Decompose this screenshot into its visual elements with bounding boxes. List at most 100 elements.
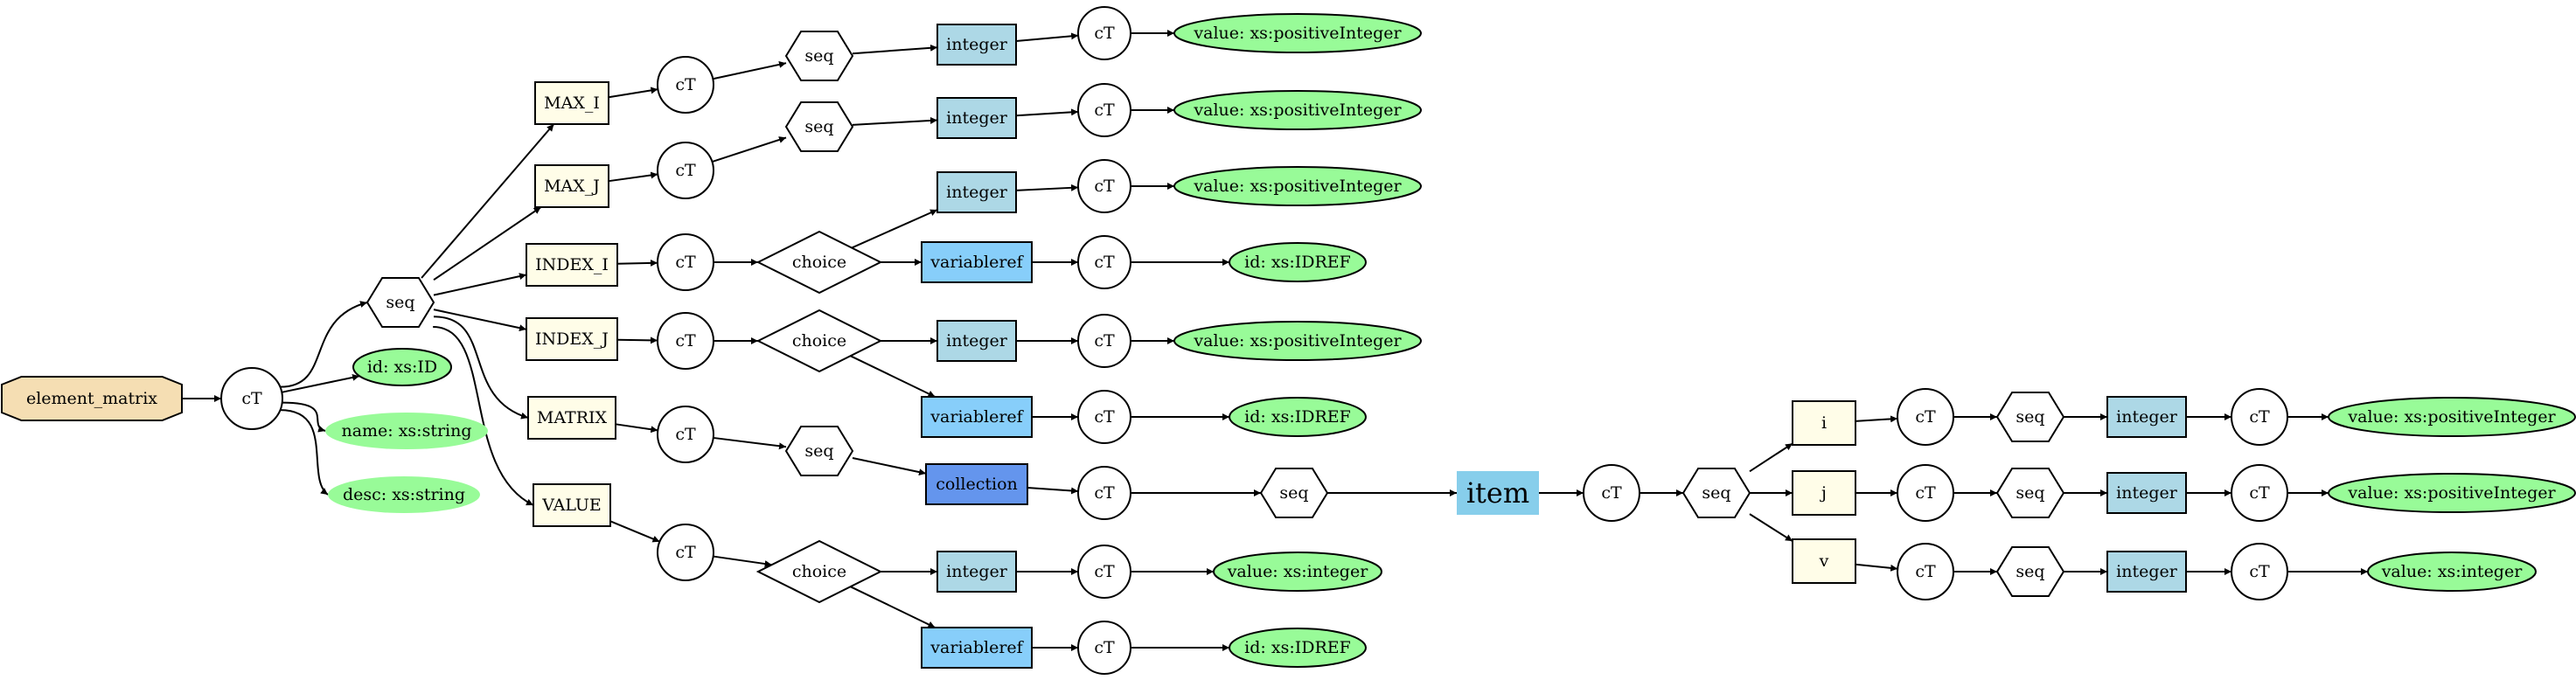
edge-arrow bbox=[280, 301, 368, 388]
edge-arrow bbox=[433, 309, 527, 332]
edge-arrow bbox=[433, 273, 527, 296]
seq-node: seq bbox=[1995, 392, 2065, 442]
ct-node: cT bbox=[1077, 390, 1131, 444]
edge-arrow bbox=[1749, 513, 1793, 543]
attribute-id-idref: id: xs:IDREF bbox=[1229, 242, 1367, 282]
integer-type: integer bbox=[2106, 472, 2187, 514]
attribute-value-positive-integer: value: xs:positiveInteger bbox=[1173, 13, 1422, 53]
attribute-id-idref: id: xs:IDREF bbox=[1229, 397, 1367, 437]
ct-node-label: cT bbox=[241, 389, 262, 408]
ct-node: cT bbox=[657, 56, 714, 114]
integer-type-label: integer bbox=[946, 183, 1008, 202]
edge-arrow bbox=[852, 116, 938, 126]
ct-node-label: cT bbox=[675, 253, 696, 272]
edge-arrow bbox=[433, 206, 542, 281]
ct-node-label: cT bbox=[1094, 177, 1115, 196]
seq-node-label: seq bbox=[804, 117, 833, 136]
edge-arrow bbox=[1015, 184, 1079, 191]
element-v: v bbox=[1792, 538, 1856, 584]
seq-node: seq bbox=[1259, 468, 1329, 518]
ct-node: cT bbox=[657, 406, 714, 463]
integer-type-label: integer bbox=[2116, 407, 2178, 427]
ct-node: cT bbox=[1897, 543, 1954, 600]
edge-arrow bbox=[282, 401, 326, 433]
edge-arrow bbox=[1015, 108, 1079, 117]
edge-arrow bbox=[713, 436, 787, 450]
attribute-value-positive-integer: value: xs:positiveInteger bbox=[1173, 90, 1422, 130]
edge-arrow bbox=[280, 409, 329, 496]
integer-type-label: integer bbox=[946, 562, 1008, 581]
attribute-name-label: name: xs:string bbox=[341, 421, 471, 441]
root-node-element-matrix-label: element_matrix bbox=[26, 389, 157, 408]
edge-arrow bbox=[616, 259, 658, 267]
collection-type-label: collection bbox=[936, 475, 1018, 494]
ct-node: cT bbox=[657, 142, 714, 199]
attribute-value-positive-integer-label: value: xs:positiveInteger bbox=[1193, 101, 1402, 120]
ct-node-label: cT bbox=[1094, 562, 1115, 581]
attribute-id-idref-label: id: xs:IDREF bbox=[1244, 253, 1351, 272]
attribute-value-positive-integer: value: xs:positiveInteger bbox=[2328, 473, 2576, 513]
ct-node-label: cT bbox=[2249, 483, 2270, 503]
choice-node-label: choice bbox=[792, 331, 846, 350]
seq-node-label: seq bbox=[1702, 483, 1730, 503]
ct-node-label: cT bbox=[675, 425, 696, 444]
element-value: VALUE bbox=[533, 483, 611, 527]
element-index-i: INDEX_I bbox=[526, 243, 618, 287]
edge-arrow bbox=[608, 171, 658, 183]
element-i-label: i bbox=[1821, 413, 1827, 433]
seq-node-label: seq bbox=[804, 46, 833, 66]
element-j: j bbox=[1792, 470, 1856, 516]
variableref-type-label: variableref bbox=[929, 638, 1024, 657]
ct-node: cT bbox=[1077, 159, 1131, 213]
variableref-type: variableref bbox=[921, 627, 1033, 669]
integer-type: integer bbox=[2106, 551, 2187, 593]
ct-node-label: cT bbox=[675, 543, 696, 562]
edge-arrow bbox=[713, 60, 787, 80]
ct-node-label: cT bbox=[1094, 24, 1115, 43]
seq-node-label: seq bbox=[2016, 562, 2044, 581]
attribute-value-positive-integer: value: xs:positiveInteger bbox=[2328, 397, 2576, 437]
ct-node: cT bbox=[1077, 314, 1131, 368]
ct-node: cT bbox=[1077, 621, 1131, 675]
seq-node: seq bbox=[784, 31, 854, 81]
edge-arrow bbox=[850, 355, 936, 398]
element-matrix-label: MATRIX bbox=[537, 408, 608, 427]
ct-node-label: cT bbox=[1601, 483, 1622, 503]
integer-type: integer bbox=[936, 171, 1017, 213]
element-index-j-label: INDEX_J bbox=[535, 330, 609, 349]
ct-node-label: cT bbox=[675, 331, 696, 350]
ct-node: cT bbox=[1077, 83, 1131, 137]
ct-node-label: cT bbox=[2249, 407, 2270, 427]
choice-node: choice bbox=[755, 539, 883, 604]
seq-node: seq bbox=[1681, 468, 1751, 518]
ct-node-label: cT bbox=[1094, 407, 1115, 427]
integer-type-label: integer bbox=[946, 331, 1008, 350]
element-max-j: MAX_J bbox=[534, 164, 609, 208]
ct-node: cT bbox=[1077, 466, 1131, 520]
ct-node-label: cT bbox=[1094, 253, 1115, 272]
ct-node: cT bbox=[1077, 545, 1131, 599]
attribute-value-positive-integer: value: xs:positiveInteger bbox=[1173, 321, 1422, 361]
ct-node: cT bbox=[1077, 235, 1131, 289]
ct-node: cT bbox=[657, 233, 714, 291]
seq-node: seq bbox=[1995, 468, 2065, 518]
edge-arrow bbox=[421, 123, 555, 279]
ct-node: cT bbox=[1897, 388, 1954, 446]
seq-node-label: seq bbox=[386, 293, 414, 312]
attribute-value-positive-integer-label: value: xs:positiveInteger bbox=[2347, 407, 2556, 427]
attribute-value-positive-integer-label: value: xs:positiveInteger bbox=[1193, 331, 1402, 350]
attribute-value-positive-integer: value: xs:positiveInteger bbox=[1173, 166, 1422, 206]
ct-node: cT bbox=[1897, 464, 1954, 522]
variableref-type-label: variableref bbox=[929, 407, 1024, 427]
element-value-label: VALUE bbox=[541, 496, 602, 515]
integer-type-label: integer bbox=[946, 35, 1008, 54]
attribute-value-positive-integer-label: value: xs:positiveInteger bbox=[1193, 24, 1402, 43]
ct-node: cT bbox=[2231, 388, 2288, 446]
ct-node: cT bbox=[657, 312, 714, 370]
edge-arrow bbox=[616, 337, 658, 344]
edge-arrow bbox=[615, 423, 658, 434]
ct-node: cT bbox=[220, 367, 283, 430]
attribute-value-integer-label: value: xs:integer bbox=[2381, 562, 2524, 581]
element-i: i bbox=[1792, 400, 1856, 446]
ct-node-label: cT bbox=[675, 75, 696, 94]
